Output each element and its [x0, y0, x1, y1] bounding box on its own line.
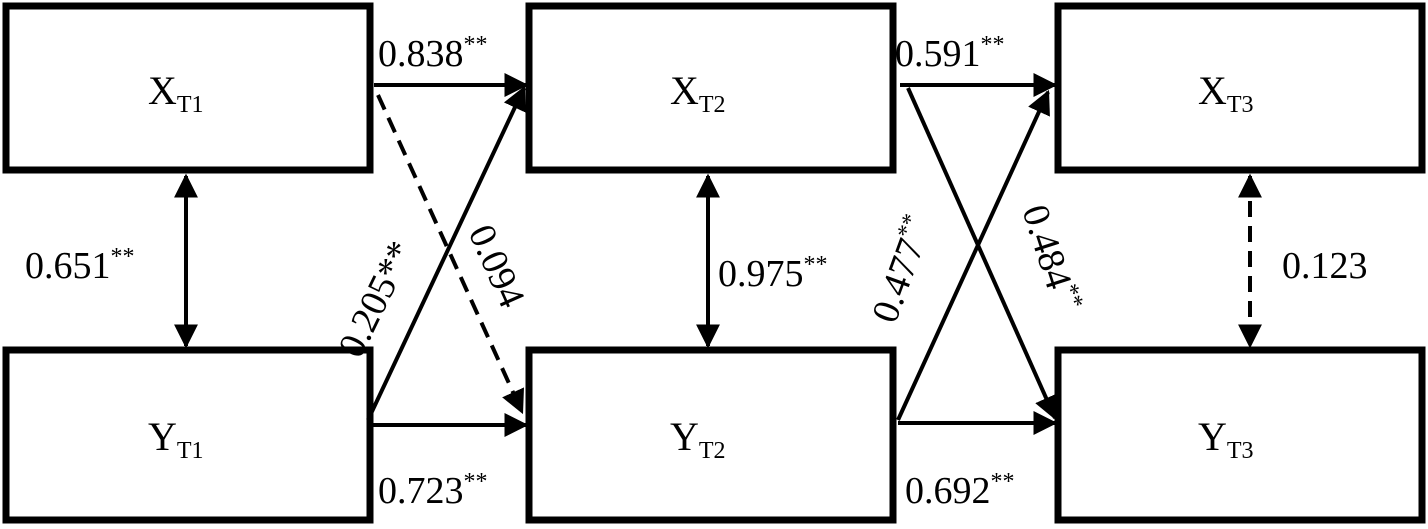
coef-yt2-xt3: 0.477**: [863, 210, 941, 328]
coef-xt1-xt2: 0.838**: [378, 32, 488, 75]
node-yt3: YT3: [1054, 346, 1426, 524]
node-xt1: XT1: [2, 2, 374, 174]
node-yt1: YT1: [2, 346, 374, 524]
node-xt3: XT3: [1054, 2, 1426, 174]
svg-text:XT1: XT1: [148, 68, 204, 118]
coef-xt1-yt2: 0.094: [460, 219, 533, 314]
coef-xt2-yt3: 0.484**: [1013, 199, 1088, 316]
arrow-xt1-yt2: [376, 94, 524, 415]
node-yt2: YT2: [525, 346, 897, 524]
svg-text:XT3: XT3: [1198, 68, 1254, 118]
svg-text:YT1: YT1: [148, 414, 204, 464]
node-xt2: XT2: [525, 2, 897, 174]
arrow-yt1-xt2: [366, 85, 526, 421]
arrow-yt2-xt3: [896, 89, 1050, 421]
coef-yt1-yt2: 0.723**: [378, 469, 488, 512]
svg-text:YT3: YT3: [1198, 414, 1254, 464]
svg-text:XT2: XT2: [670, 68, 726, 118]
coef-xt2-xt3: 0.591**: [895, 32, 1005, 75]
coef-xt1-yt1: 0.651**: [25, 244, 135, 287]
svg-text:YT2: YT2: [670, 414, 726, 464]
coef-xt3-yt3: 0.123: [1282, 245, 1368, 287]
arrow-xt2-yt3: [906, 87, 1058, 421]
coef-yt1-xt2: 0.205**: [330, 235, 422, 364]
coef-yt2-yt3: 0.692**: [905, 469, 1015, 512]
coef-xt2-yt2: 0.975**: [718, 252, 828, 295]
